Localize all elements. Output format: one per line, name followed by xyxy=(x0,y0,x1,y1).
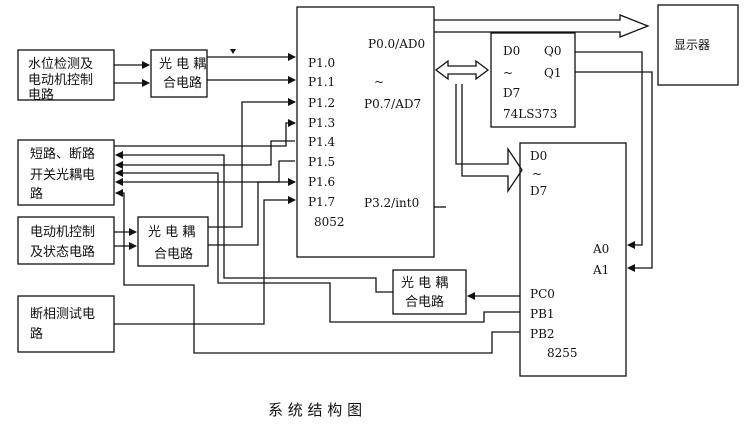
opto2-to-p12 xyxy=(208,98,296,228)
short-break-box xyxy=(17,139,115,206)
opto1-box xyxy=(150,49,208,98)
mcu-name: 8052 xyxy=(314,215,345,229)
opto3-label-2: 合电路 xyxy=(405,294,444,310)
pin-p13: P1.3 xyxy=(308,116,335,130)
mcu-8052-box xyxy=(296,6,435,258)
junction-marker xyxy=(230,49,236,54)
ppi-pb2: PB2 xyxy=(530,327,555,341)
opto1-label-2: 合电路 xyxy=(163,75,202,91)
opto2-label-2: 合电路 xyxy=(154,246,193,262)
pin-p12: P1.2 xyxy=(308,96,335,110)
ppi-pc0: PC0 xyxy=(530,287,555,301)
ppi-name: 8255 xyxy=(547,346,578,360)
opto3-label-1: 光 电 耦 xyxy=(401,276,448,291)
phase-test-box xyxy=(17,295,115,353)
latch-q1: Q1 xyxy=(544,66,561,80)
phase-to-p17 xyxy=(114,196,296,325)
ppi-d7: D7 xyxy=(530,184,547,198)
opto3-to-short xyxy=(115,151,393,293)
pin-p17: P1.7 xyxy=(308,195,335,209)
display-label: 显示器 xyxy=(674,38,710,52)
motor-status-label-1: 电动机控制 xyxy=(30,225,95,240)
p14-to-short xyxy=(115,140,295,169)
pb2-to-short xyxy=(115,189,520,354)
latch-d0: D0 xyxy=(503,44,520,58)
ppi-pb1: PB1 xyxy=(530,307,555,321)
opto2-label-1: 光 电 耦 xyxy=(148,225,195,240)
water-level-label-2: 电动机控制 xyxy=(28,73,93,88)
phase-test-label-2: 路 xyxy=(30,326,43,342)
pin-p00: P0.0/AD0 xyxy=(368,37,425,51)
ppi-8255-box xyxy=(519,142,627,377)
display-bus-arrow xyxy=(434,14,650,38)
q0-to-a0 xyxy=(575,51,643,249)
ppi-tilde: ~ xyxy=(532,167,542,181)
pin-p32: P3.2/int0 xyxy=(364,196,419,210)
ppi-d0: D0 xyxy=(530,149,547,163)
latch-74ls373-box xyxy=(490,32,576,128)
short-break-label-3: 路 xyxy=(30,186,43,202)
pin-p07: P0.7/AD7 xyxy=(364,97,421,111)
pin-p0-tilde: ~ xyxy=(374,75,384,89)
q1-to-a1 xyxy=(575,71,653,272)
opto2-to-p16 xyxy=(208,178,296,246)
water-level-box xyxy=(17,49,115,101)
ppi-a1: A1 xyxy=(592,263,609,277)
ppi-a0: A0 xyxy=(592,242,609,256)
latch-q0: Q0 xyxy=(544,44,561,58)
motor-status-label-2: 及状态电路 xyxy=(30,244,95,260)
p15-to-short xyxy=(115,160,295,186)
water-level-label-1: 水位检测及 xyxy=(28,57,93,72)
pin-p10: P1.0 xyxy=(308,56,335,70)
pin-p14: P1.4 xyxy=(308,135,336,149)
latch-d7: D7 xyxy=(503,86,520,100)
phase-test-label-1: 断相测试电 xyxy=(30,307,95,322)
ppi-bus-arrow xyxy=(455,84,523,194)
pin-p11: P1.1 xyxy=(308,75,335,89)
short-break-label-1: 短路、断路 xyxy=(30,146,95,162)
pb1-to-short xyxy=(115,169,520,323)
motor-status-box xyxy=(17,216,115,265)
water-level-label-3: 电路 xyxy=(28,87,54,103)
opto2-box xyxy=(137,216,209,267)
latch-tilde: ~ xyxy=(503,66,513,80)
opto1-label-1: 光 电 耦 xyxy=(159,57,206,72)
display-box xyxy=(657,4,739,86)
latch-bus-arrow xyxy=(434,59,490,81)
latch-name: 74LS373 xyxy=(503,107,557,121)
short-break-label-2: 开关光耦电 xyxy=(30,168,95,183)
short-to-p13 xyxy=(114,119,296,147)
pin-p16: P1.6 xyxy=(308,175,335,189)
pin-p15: P1.5 xyxy=(308,155,335,169)
figure-caption: 系 统 结 构 图 xyxy=(268,401,362,419)
